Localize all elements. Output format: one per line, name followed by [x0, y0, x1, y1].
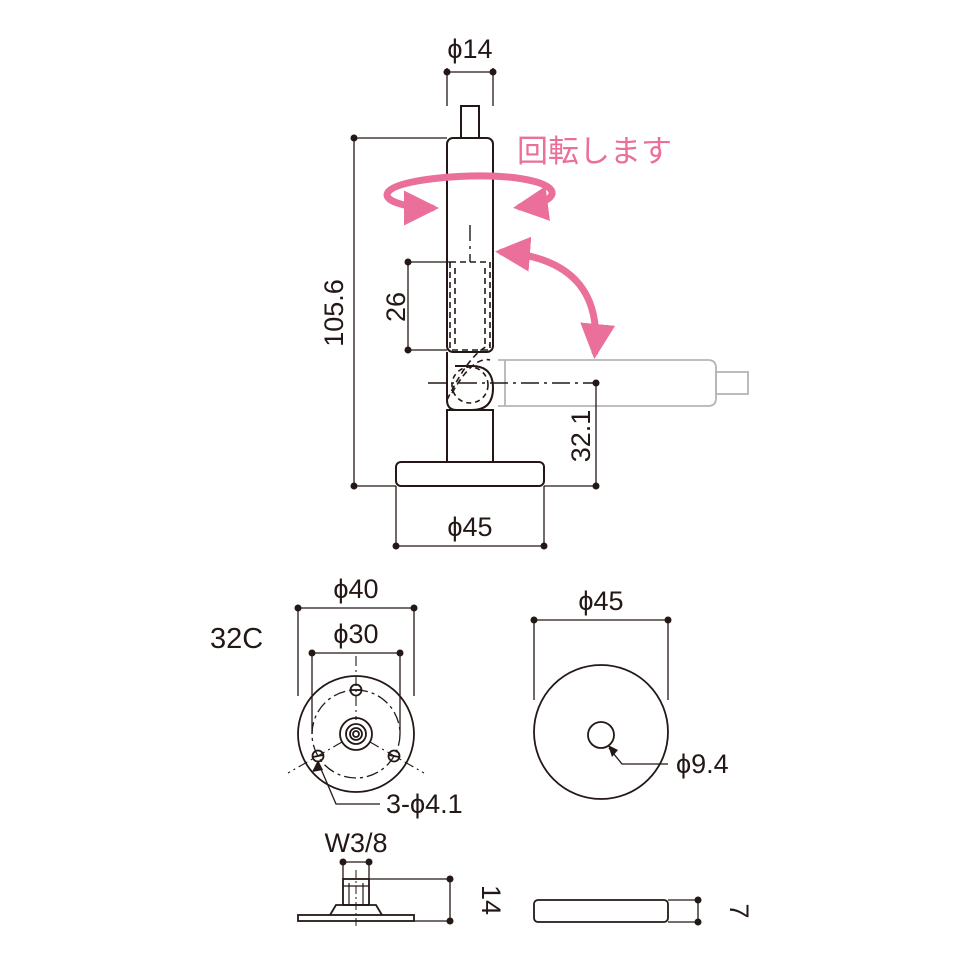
label-flange-outer: ϕ40	[333, 574, 378, 604]
rotation-note: 回転します	[517, 134, 672, 169]
model-label: 32C	[210, 623, 263, 655]
base-plate	[395, 461, 545, 487]
flange-side-view	[297, 870, 415, 928]
label-thread-spec: W3/8	[324, 828, 387, 858]
label-total-height: 105.6	[319, 279, 349, 347]
knuckle	[446, 352, 495, 411]
side-view	[395, 105, 749, 487]
flange-dimension-dots	[294, 604, 418, 772]
label-disc-thickness: 7	[724, 903, 754, 918]
disc-dimension-lines	[533, 618, 669, 765]
flange-dimension-lines	[297, 606, 415, 805]
horizontal-rotation-arrow	[383, 172, 556, 221]
label-pivot-height: 32.1	[566, 410, 596, 463]
swing-arrow	[495, 236, 616, 359]
label-flange-height: 14	[476, 885, 506, 915]
flange-top-view	[287, 656, 425, 793]
top-pin	[460, 105, 480, 139]
disc-top-view	[533, 664, 669, 800]
dimension-lines	[353, 68, 597, 548]
stem-lower	[446, 409, 494, 463]
disc-side-dimension-dots	[694, 896, 702, 926]
flange-side-dimension-lines	[342, 861, 452, 922]
label-disc-hole: ϕ9.4	[676, 749, 729, 779]
label-base-diameter: ϕ45	[447, 512, 492, 542]
disc-side-view	[533, 899, 669, 923]
label-thread-length: 26	[381, 292, 411, 322]
label-disc-diameter: ϕ45	[578, 586, 623, 616]
thread-hidden-lines	[446, 261, 491, 401]
stem-upper	[446, 137, 494, 353]
flange-side-dimension-dots	[339, 858, 454, 925]
disc-dimension-dots	[530, 616, 672, 757]
disc-side-dimension-lines	[668, 899, 700, 923]
dimension-dots	[350, 68, 600, 550]
label-holes: 3-ϕ4.1	[386, 789, 463, 819]
label-stem-diameter: ϕ14	[447, 34, 492, 64]
rotation-arrows	[383, 172, 616, 359]
rotated-arm-ghost	[498, 359, 749, 407]
label-flange-pcd: ϕ30	[333, 619, 378, 649]
